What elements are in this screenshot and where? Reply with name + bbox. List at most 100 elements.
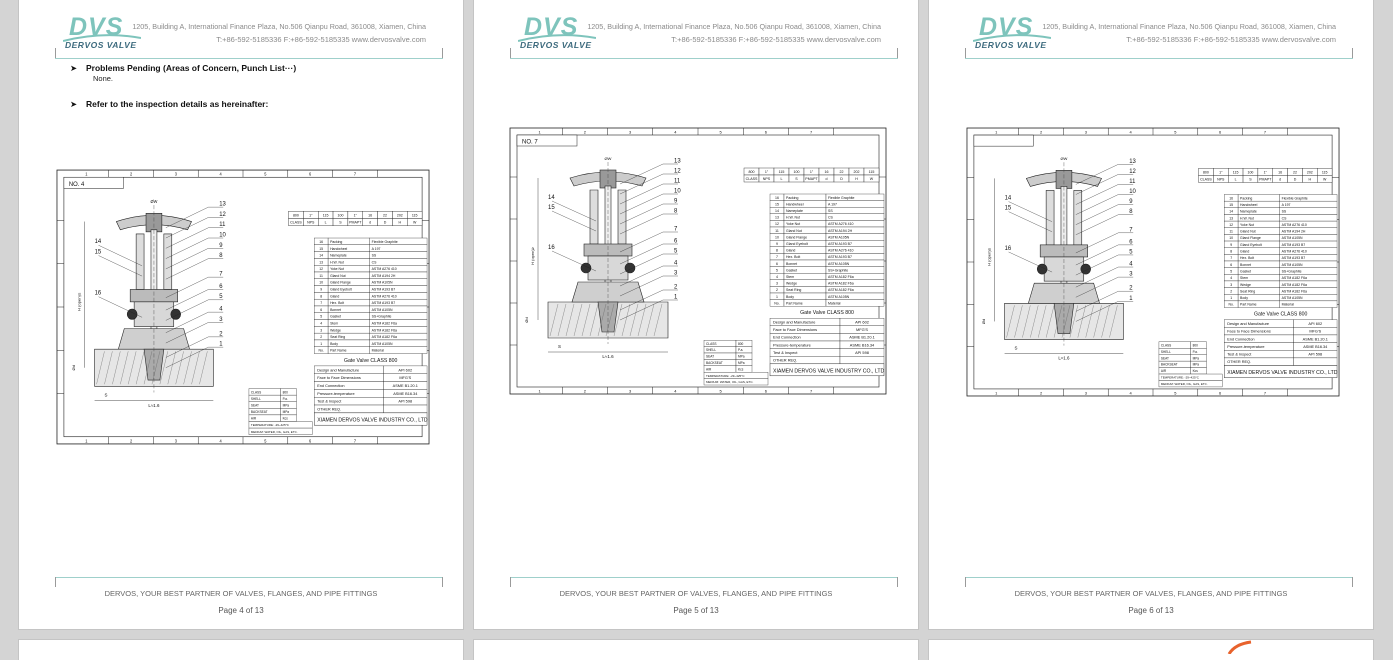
medium-text: MEDIUM: WATER, OIL, GAS, ETC.: [706, 380, 754, 384]
drawing-number: NO. 4: [69, 182, 85, 188]
parts-table-text: Handwheel: [1240, 203, 1258, 207]
callout-number: 9: [1129, 199, 1133, 205]
dim-table-text: H: [1309, 177, 1312, 181]
bullet-problems-pending: ➤Problems Pending (Areas of Concern, Pun…: [70, 63, 297, 73]
dim-table-text: NPS: [1217, 177, 1225, 181]
section-hatch: [613, 303, 623, 337]
callout-number: 8: [219, 253, 223, 259]
test-table-text: SHELL: [1161, 350, 1171, 354]
dim-table-text: 115: [323, 213, 329, 217]
parts-table-cell: [369, 346, 428, 354]
frame-zone-number: 5: [264, 438, 267, 443]
callout-number: 1: [674, 295, 678, 301]
frame-zone-number: 4: [674, 389, 677, 394]
parts-table-text: 14: [775, 209, 779, 213]
parts-table-text: H.W. Nut: [1240, 216, 1254, 220]
frame-zone-number: 1: [85, 438, 88, 443]
callout-number: 9: [219, 243, 223, 249]
page-number: Page 6 of 13: [1128, 606, 1174, 615]
section-hatch: [135, 351, 145, 385]
medium-cell: [1158, 380, 1223, 388]
callout-leader: [1075, 174, 1119, 195]
spec-table-label: Face to Face Dimensions: [1227, 329, 1271, 334]
document-page-4: DVS DERVOS VALVE 1205, Building A, Inter…: [19, 0, 463, 629]
parts-table-text: 16: [775, 196, 779, 200]
callout-leader: [1075, 291, 1119, 312]
frame-zone-number: 7: [1264, 390, 1267, 395]
spec-table-cell: [1293, 357, 1338, 366]
section-hatch: [637, 303, 647, 337]
frame-zone-number: 2: [1040, 130, 1043, 135]
header-contact: T:+86-592-5185336 F:+86-592-5185335 www.…: [216, 35, 426, 44]
parts-table-text: 5: [776, 268, 778, 272]
callout-leader: [98, 255, 143, 277]
parts-table-text: 1: [1230, 296, 1232, 300]
callout-leader: [1075, 194, 1119, 215]
dim-table-cell: [1317, 175, 1333, 183]
footer-rule: [510, 577, 898, 578]
dim-handwheel-label: ØW: [151, 199, 158, 204]
frame-zone-number: 6: [309, 438, 312, 443]
parts-table-text: ASTM A105N: [1282, 236, 1303, 240]
spec-table-label: Pressure-temperature: [773, 342, 811, 347]
dim-length-label: L≈1.6: [602, 354, 614, 359]
callout-leader: [1075, 204, 1119, 225]
spec-table-label: Face to Face Dimensions: [317, 375, 361, 380]
spec-table-label: OTHER REQ.: [1227, 359, 1251, 364]
spec-table-label: Design and Manufacture: [1227, 321, 1269, 326]
footer-slogan: DERVOS, YOUR BEST PARTNER OF VALVES, FLA…: [1014, 589, 1288, 598]
dim-handwheel-label: ØW: [1061, 156, 1068, 161]
body-neck: [1027, 282, 1100, 304]
document-page-7-partial: [19, 640, 463, 660]
test-table-text: SEAT: [706, 355, 714, 359]
dim-table-text: 1": [354, 213, 358, 217]
parts-table-text: 15: [319, 247, 323, 251]
dim-table-text: 202: [854, 170, 860, 174]
section-hatch: [629, 303, 639, 337]
callout-number: 2: [674, 285, 678, 291]
test-table-text: MPa: [1193, 356, 1200, 360]
parts-table-text: Gland Nut: [786, 229, 802, 233]
parts-table-text: 14: [319, 253, 323, 257]
parts-table-text: 7: [776, 255, 778, 259]
frame-zone-number: 6: [765, 389, 768, 394]
parts-table-text: A 197: [1282, 203, 1291, 207]
parts-table-text: 14: [1229, 210, 1233, 214]
medium-text: MEDIUM: WATER, OIL, GAS, ETC.: [251, 430, 298, 434]
callout-number: 9: [674, 199, 678, 205]
dim-table-text: CLASS: [1200, 177, 1212, 181]
parts-table-text: SS: [828, 209, 833, 213]
frame-zone-number: 2: [584, 389, 587, 394]
parts-table-text: 3: [320, 328, 322, 332]
test-table-text: P.a.: [738, 348, 743, 352]
spec-table-label: Design and Manufacture: [317, 367, 359, 372]
parts-table-text: Nameplate: [1240, 210, 1257, 214]
section-hatch: [1053, 305, 1063, 338]
parts-table-text: ASTM A182 F6a: [372, 328, 397, 332]
section-hatch: [573, 303, 583, 337]
callout-number: 12: [1129, 169, 1136, 175]
parts-table-text: 5: [320, 315, 322, 319]
spec-table-label: Pressure-temperature: [317, 391, 354, 396]
parts-table-text: 4: [776, 275, 778, 279]
frame-zone-number: 2: [1040, 390, 1043, 395]
test-table-text: CLASS: [1161, 343, 1171, 347]
frame-zone-number: 6: [765, 130, 768, 135]
company-block: [1224, 365, 1338, 378]
header-tick-left: [55, 48, 56, 58]
parts-table-text: Material: [1282, 303, 1295, 307]
parts-table-text: 4: [1230, 276, 1232, 280]
valve-section: [1004, 162, 1124, 346]
frame-zone-number: 6: [309, 172, 312, 177]
callout-number: 11: [219, 222, 226, 228]
parts-table-text: Gasket: [1240, 269, 1251, 273]
frame-zone-number: 7: [810, 389, 813, 394]
callout-leader: [165, 311, 209, 333]
parts-table-text: Part Name: [330, 349, 347, 353]
parts-table-text: ASTM A105N: [372, 281, 393, 285]
callout-leader: [165, 248, 209, 270]
spec-table-value: MFG'S: [399, 375, 411, 380]
callout-number: 11: [674, 179, 681, 185]
dim-table-text: W: [870, 177, 874, 181]
